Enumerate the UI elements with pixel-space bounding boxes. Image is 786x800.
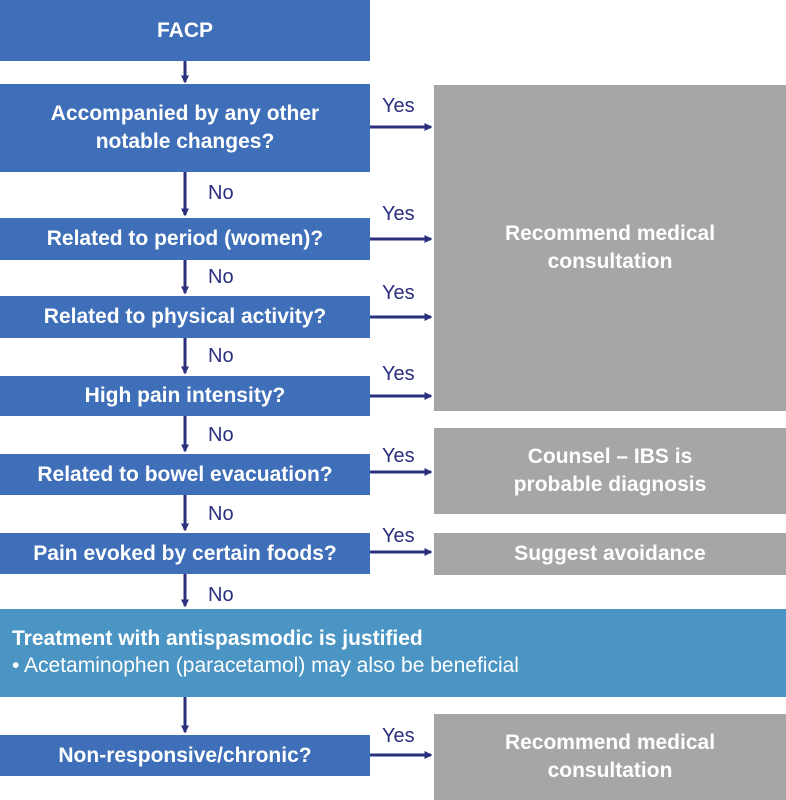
- outcome-consult-top: Recommend medical consultation: [434, 85, 786, 411]
- outcome-ibs: Counsel – IBS is probable diagnosis: [434, 428, 786, 514]
- start-box: FACP: [0, 0, 370, 61]
- question-box-pain-intensity: High pain intensity?: [0, 376, 370, 416]
- outcome-consult-bottom: Recommend medical consultation: [434, 714, 786, 800]
- question-box-physical-activity: Related to physical activity?: [0, 296, 370, 338]
- question-text: Related to physical activity?: [43, 305, 327, 328]
- yes-label: Yes: [382, 203, 415, 225]
- no-label: No: [208, 503, 234, 525]
- question-box-bowel-evacuation: Related to bowel evacuation?: [0, 454, 370, 495]
- yes-label: Yes: [382, 363, 415, 385]
- no-label: No: [208, 345, 234, 367]
- yes-label: Yes: [382, 725, 415, 747]
- question-text: Non-responsive/chronic?: [58, 743, 312, 767]
- question-text: Related to bowel evacuation?: [37, 462, 333, 486]
- question-box-notable-changes: Accompanied by any other notable changes…: [0, 84, 370, 172]
- no-label: No: [208, 266, 234, 288]
- no-label: No: [208, 584, 234, 606]
- yes-label: Yes: [382, 445, 415, 467]
- no-label: No: [208, 182, 234, 204]
- yes-label: Yes: [382, 525, 415, 547]
- yes-label: Yes: [382, 282, 415, 304]
- outcome-avoidance: Suggest avoidance: [434, 533, 786, 575]
- outcome-text: Suggest avoidance: [514, 542, 706, 565]
- no-label: No: [208, 424, 234, 446]
- question-text: Related to period (women)?: [46, 227, 324, 250]
- question-box-period: Related to period (women)?: [0, 218, 370, 260]
- yes-label: Yes: [382, 95, 415, 117]
- start-label: FACP: [156, 18, 213, 42]
- question-text: High pain intensity?: [84, 384, 286, 407]
- outcome-text: Recommend medical consultation: [504, 222, 716, 273]
- outcome-text: Counsel – IBS is probable diagnosis: [513, 445, 707, 496]
- question-box-foods: Pain evoked by certain foods?: [0, 533, 370, 574]
- outcome-text: Recommend medical consultation: [504, 731, 716, 782]
- treatment-bullet: • Acetaminophen (paracetamol) may also b…: [12, 654, 519, 677]
- question-box-non-responsive: Non-responsive/chronic?: [0, 735, 370, 776]
- question-text: Accompanied by any other notable changes…: [50, 102, 320, 153]
- question-text: Pain evoked by certain foods?: [33, 541, 337, 565]
- treatment-box: Treatment with antispasmodic is justifie…: [0, 609, 786, 697]
- treatment-title: Treatment with antispasmodic is justifie…: [12, 627, 423, 650]
